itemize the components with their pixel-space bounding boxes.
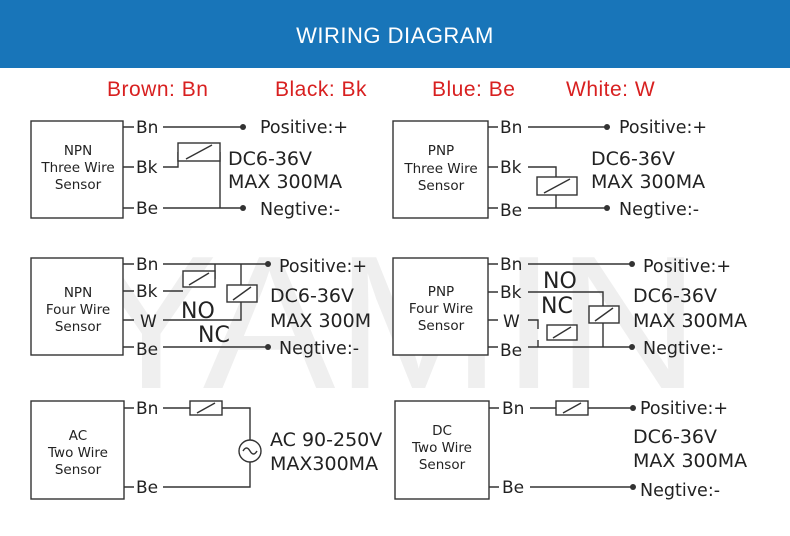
sensor-label: Sensor [418, 178, 465, 194]
voltage-spec: DC6-36V [633, 426, 717, 448]
sensor-label: Sensor [55, 462, 102, 478]
sensor-box [394, 400, 490, 500]
sensor-type: AC [69, 428, 87, 444]
sensor-label: Sensor [55, 177, 102, 193]
terminal-w: W [140, 312, 157, 332]
nc-label: NC [198, 323, 230, 348]
terminal-dot [630, 484, 636, 490]
terminal-dot [630, 405, 636, 411]
voltage-spec: DC6-36V [633, 285, 717, 307]
sensor-box [30, 257, 124, 356]
sensor-wire-count: Two Wire [47, 445, 108, 461]
page-title: WIRING DIAGRAM [296, 23, 494, 48]
sensor-wire-count: Three Wire [40, 160, 114, 176]
sensor-wire-count: Four Wire [46, 302, 110, 318]
terminal-dot [629, 344, 635, 350]
sensor-box [392, 120, 489, 219]
positive-label: Positive:+ [619, 118, 707, 138]
terminal-bn: Bn [136, 399, 158, 419]
negative-label: Negtive:- [643, 339, 723, 359]
sensor-label: Sensor [418, 318, 465, 334]
sensor-label: Sensor [419, 457, 466, 473]
terminal-dot [265, 344, 271, 350]
diagram-ac-two-wire: AC Two Wire Sensor Bn Be AC 90-250V MAX3… [30, 399, 382, 500]
sensor-box [30, 120, 124, 219]
terminal-be: Be [502, 478, 524, 498]
sensor-wire-count: Four Wire [409, 301, 473, 317]
no-label: NO [543, 269, 577, 294]
positive-label: Positive:+ [279, 257, 367, 277]
terminal-be: Be [500, 341, 522, 361]
header-bar: WIRING DIAGRAM [0, 0, 790, 68]
diagram-npn-four-wire: NPN Four Wire Sensor Bn Bk W Be NO NC Po… [30, 255, 371, 360]
terminal-be: Be [136, 199, 158, 219]
terminal-bn: Bn [500, 118, 522, 138]
terminal-w: W [503, 312, 520, 332]
terminal-be: Be [136, 340, 158, 360]
diagram-npn-three-wire: NPN Three Wire Sensor Bn Bk Be Positive:… [30, 118, 348, 220]
negative-label: Negtive:- [619, 200, 699, 220]
terminal-bk: Bk [136, 158, 158, 178]
terminal-dot [265, 261, 271, 267]
sensor-type: PNP [428, 284, 454, 300]
terminal-bn: Bn [136, 255, 158, 275]
positive-label: Positive:+ [640, 399, 728, 419]
diagram-pnp-three-wire: PNP Three Wire Sensor Bn Bk Be Positive:… [392, 118, 707, 221]
sensor-label: Sensor [55, 319, 102, 335]
terminal-bn: Bn [502, 399, 524, 419]
current-spec: MAX 300MA [633, 310, 747, 332]
terminal-dot [604, 124, 610, 130]
legend-blue: Blue: Be [432, 78, 516, 101]
sensor-type: NPN [64, 285, 92, 301]
negative-label: Negtive:- [260, 200, 340, 220]
terminal-bn: Bn [136, 118, 158, 138]
negative-label: Negtive:- [640, 481, 720, 501]
voltage-spec: DC6-36V [591, 148, 675, 170]
sensor-type: NPN [64, 143, 92, 159]
sensor-type: DC [432, 423, 452, 439]
legend-black: Black: Bk [275, 78, 368, 101]
terminal-dot [629, 261, 635, 267]
current-spec: MAX 300MA [633, 450, 747, 472]
nc-label: NC [541, 294, 573, 319]
legend-brown: Brown: Bn [107, 78, 209, 101]
sensor-wire-count: Three Wire [403, 161, 477, 177]
voltage-spec: AC 90-250V [270, 429, 382, 451]
voltage-spec: DC6-36V [228, 148, 312, 170]
current-spec: MAX 300MA [228, 171, 342, 193]
negative-label: Negtive:- [279, 339, 359, 359]
diagram-pnp-four-wire: PNP Four Wire Sensor Bn Bk W Be NO NC Po… [392, 255, 747, 361]
terminal-dot [240, 205, 246, 211]
terminal-dot [604, 205, 610, 211]
terminal-be: Be [136, 478, 158, 498]
diagram-dc-two-wire: DC Two Wire Sensor Bn Be Positive:+ Negt… [394, 399, 747, 501]
sensor-type: PNP [428, 143, 454, 159]
terminal-dot [240, 124, 246, 130]
terminal-bk: Bk [500, 283, 522, 303]
legend-white: White: W [566, 78, 656, 101]
terminal-bn: Bn [500, 255, 522, 275]
sensor-box [392, 257, 489, 356]
current-spec: MAX 300MA [591, 171, 705, 193]
no-label: NO [181, 299, 215, 324]
sensor-box [30, 400, 125, 500]
sensor-wire-count: Two Wire [411, 440, 472, 456]
terminal-bk: Bk [136, 282, 158, 302]
current-spec: MAX300MA [270, 453, 378, 475]
positive-label: Positive:+ [260, 118, 348, 138]
current-spec: MAX 300M [270, 310, 371, 332]
positive-label: Positive:+ [643, 257, 731, 277]
voltage-spec: DC6-36V [270, 285, 354, 307]
terminal-bk: Bk [500, 158, 522, 178]
terminal-be: Be [500, 201, 522, 221]
